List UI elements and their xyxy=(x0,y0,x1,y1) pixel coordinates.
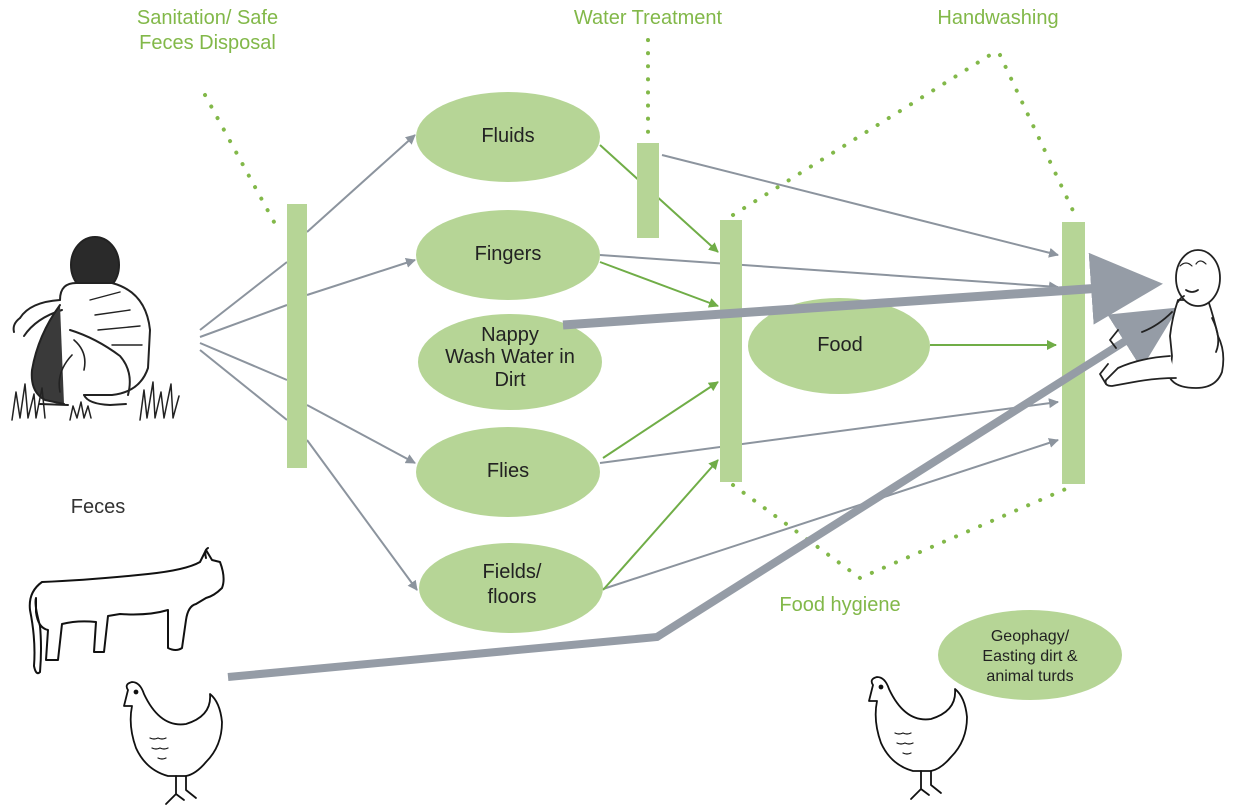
thick-arrow-nappy-to-child xyxy=(562,252,1163,330)
food-hygiene-dotted-line xyxy=(731,483,1077,581)
sanitation-barrier-bar xyxy=(287,204,307,468)
feces-label: Feces xyxy=(70,496,126,518)
arrow-to-fluids xyxy=(306,134,416,233)
barrier-dotted-lines xyxy=(203,38,1077,581)
chicken-illustration-right xyxy=(868,676,968,800)
arrow-source-to-sanitation-4 xyxy=(199,349,288,421)
handwashing-barrier-label: Handwashing xyxy=(937,7,1059,29)
arrow-to-fingers xyxy=(306,258,416,296)
handwashing-barrier-bar xyxy=(1062,222,1085,484)
arrow-fields-to-handwashing xyxy=(599,438,1059,591)
arrow-flies-to-food-hygiene xyxy=(602,381,719,459)
arrow-source-to-sanitation-3 xyxy=(199,342,288,381)
geophagy-label: Geophagy/ Easting dirt & animal turds xyxy=(982,628,1078,685)
arrow-fields-to-food-hygiene xyxy=(602,459,719,591)
geophagy-node xyxy=(938,610,1122,700)
fingers-node xyxy=(416,210,600,300)
baby-illustration xyxy=(1099,249,1225,389)
handwashing-dotted-line-right xyxy=(998,53,1077,217)
handwashing-dotted-line-left xyxy=(731,53,992,217)
fields-label: Fields/ floors xyxy=(482,561,542,608)
food-label: Food xyxy=(817,334,863,356)
arrow-source-to-sanitation-1 xyxy=(199,261,288,331)
thick-arrow-animals-to-child xyxy=(227,307,1179,681)
arrow-to-fields xyxy=(306,439,418,591)
squatting-person-illustration xyxy=(11,236,180,421)
food-hygiene-barrier-label: Food hygiene xyxy=(779,594,901,616)
food-node xyxy=(748,298,930,394)
arrow-fingers-to-food-hygiene xyxy=(599,261,719,308)
food-hygiene-barrier-bar xyxy=(720,220,742,482)
nappy-label: Nappy Wash Water in Dirt xyxy=(445,324,575,391)
cow-illustration xyxy=(28,547,225,675)
chicken-illustration-left xyxy=(123,681,223,805)
gray-arrows xyxy=(199,134,1059,591)
flies-label: Flies xyxy=(486,460,530,482)
arrow-to-flies xyxy=(306,404,416,464)
arrow-source-to-sanitation-2 xyxy=(199,304,288,338)
arrow-flies-to-handwashing xyxy=(599,398,1059,464)
nappy-node xyxy=(418,314,602,410)
water-treatment-barrier-bar xyxy=(637,143,659,238)
fields-node xyxy=(419,543,603,633)
sanitation-barrier-label: Sanitation/ Safe Feces Disposal xyxy=(136,7,279,54)
sanitation-dotted-line xyxy=(203,93,282,235)
fluids-label: Fluids xyxy=(481,125,535,147)
water-treatment-barrier-label: Water Treatment xyxy=(573,7,723,29)
fingers-label: Fingers xyxy=(474,243,542,265)
fluids-node xyxy=(416,92,600,182)
arrow-fluids-to-handwashing xyxy=(661,154,1059,258)
arrow-fingers-to-handwashing xyxy=(599,254,1059,292)
flies-node xyxy=(416,427,600,517)
